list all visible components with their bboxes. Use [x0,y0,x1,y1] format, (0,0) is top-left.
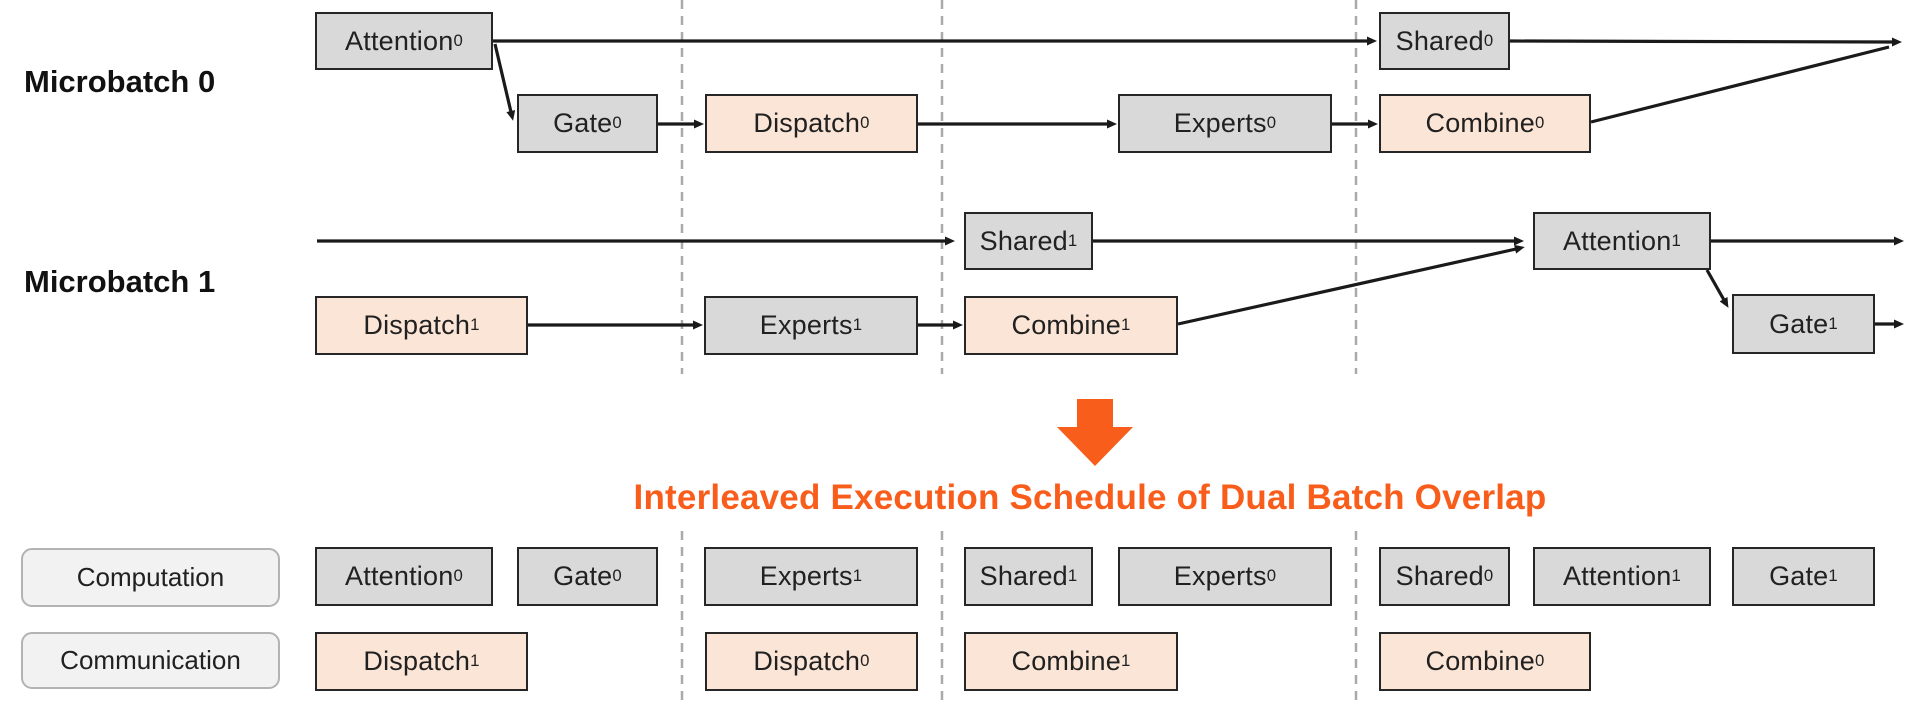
schedule-title: Interleaved Execution Schedule of Dual B… [633,478,1547,517]
arrow-combine0-merge [1590,45,1890,124]
microbatch1-label: Microbatch 1 [24,264,216,299]
arrow-attention1-to-gate1 [1705,269,1729,308]
arrow-shared0-out [1509,37,1902,47]
communication-row-label: Communication [21,632,280,689]
computation-row-label: Computation [21,548,280,607]
microbatch0-label: Microbatch 0 [24,64,216,99]
arrow-attention0-to-gate0 [493,43,516,121]
arrow-combine1-to-attention1 [1177,244,1525,326]
down-arrow-icon [1057,399,1133,466]
